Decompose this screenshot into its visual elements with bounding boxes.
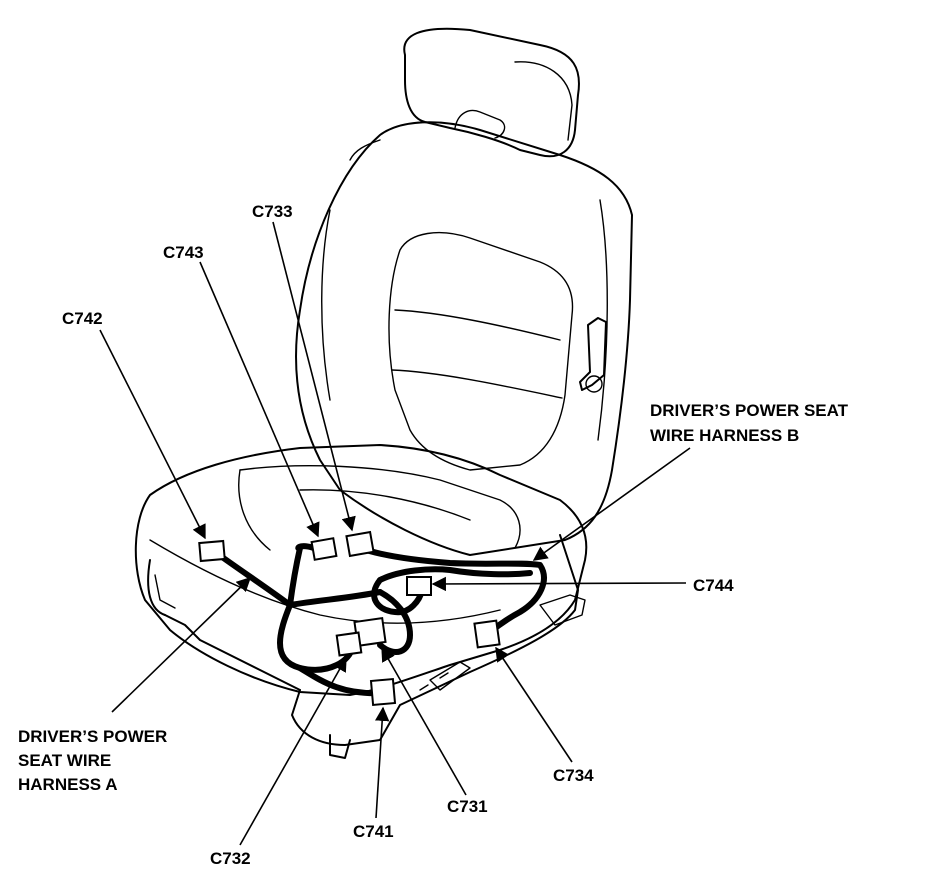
- leader-c742: [99, 329, 206, 540]
- connector-c743: [310, 537, 338, 561]
- connector-c732: [335, 631, 363, 657]
- connector-c733: [345, 530, 375, 558]
- label-c734: C734: [553, 766, 594, 785]
- seat-illustration: [134, 27, 633, 759]
- leader-harness-b: [532, 447, 691, 561]
- label-harness-a-line1: DRIVER’S POWER: [18, 727, 167, 746]
- recline-lever: [579, 317, 607, 391]
- leader-c743: [199, 261, 320, 538]
- leader-c734: [495, 646, 573, 763]
- leader-c744: [431, 576, 687, 592]
- leader-lines: [99, 221, 691, 846]
- connector-c734: [473, 619, 501, 649]
- headrest: [403, 27, 580, 158]
- leader-c732: [239, 656, 347, 846]
- label-c732: C732: [210, 849, 251, 868]
- seat-cushion: [134, 444, 588, 696]
- leader-c733: [272, 221, 356, 532]
- label-harness-a-line2: SEAT WIRE: [18, 751, 111, 770]
- leader-c731: [381, 646, 467, 796]
- wire-harness-b: [357, 545, 547, 635]
- label-c742: C742: [62, 309, 103, 328]
- label-harness-a-line3: HARNESS A: [18, 775, 118, 794]
- label-c733: C733: [252, 202, 293, 221]
- leader-c741: [374, 706, 390, 819]
- label-c741: C741: [353, 822, 394, 841]
- connector-c742: [198, 539, 226, 563]
- connector-c741: [369, 678, 397, 706]
- label-harness-b-line2: WIRE HARNESS B: [650, 426, 799, 445]
- label-c743: C743: [163, 243, 204, 262]
- label-c744: C744: [693, 576, 734, 595]
- leader-harness-a: [111, 576, 252, 713]
- label-c731: C731: [447, 797, 488, 816]
- connectors: [198, 530, 501, 706]
- labels: C733 C743 C742 DRIVER’S POWER SEAT WIRE …: [18, 202, 849, 868]
- label-harness-b-line1: DRIVER’S POWER SEAT: [650, 401, 849, 420]
- connector-c744: [406, 576, 432, 596]
- seatback: [295, 121, 633, 556]
